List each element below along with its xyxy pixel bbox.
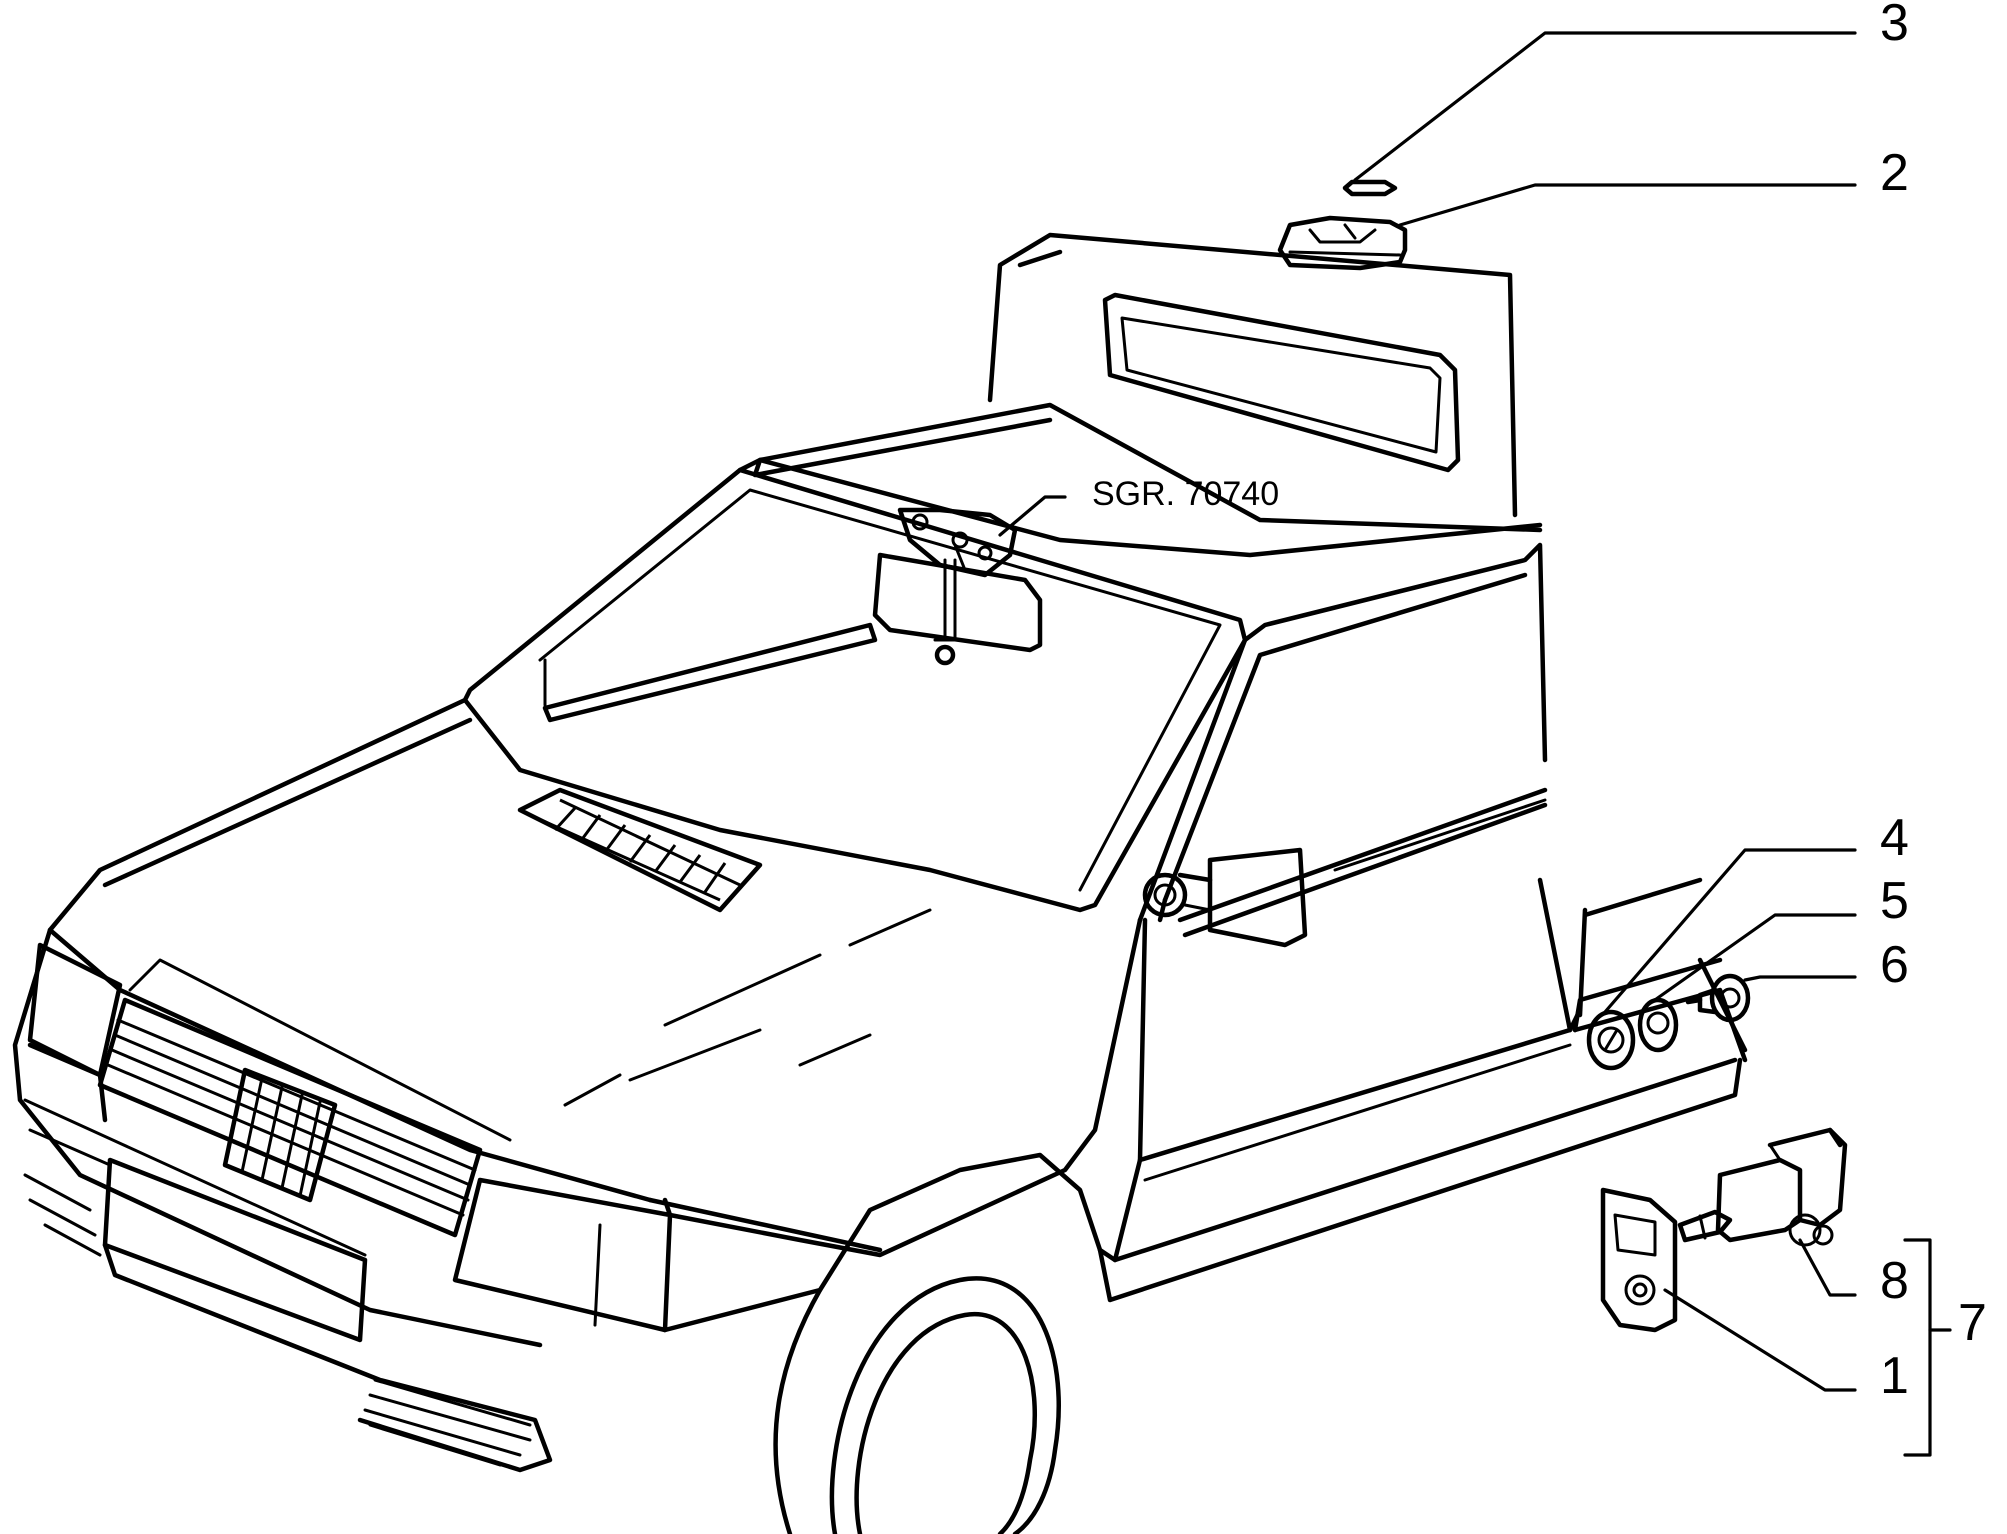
callout-2: 2 bbox=[1880, 144, 1909, 202]
car-illustration bbox=[12, 232, 1748, 1534]
interior-rear-view-mirror bbox=[872, 507, 1043, 666]
windscreen bbox=[462, 467, 1248, 913]
side-mirror bbox=[1142, 847, 1308, 948]
part-5-grommet bbox=[1637, 997, 1679, 1053]
callout-7: 7 bbox=[1958, 1294, 1987, 1352]
callout-4: 4 bbox=[1880, 809, 1909, 867]
hood-vent bbox=[517, 787, 763, 913]
front-wheel bbox=[773, 1276, 1061, 1534]
part-3-bulb bbox=[1342, 179, 1398, 197]
car-roof bbox=[757, 402, 1543, 533]
callout-6: 6 bbox=[1880, 936, 1909, 994]
license-plate bbox=[102, 1157, 368, 1343]
part-6-door-switch bbox=[1685, 973, 1751, 1023]
part-1-courtesy-lamp-holder bbox=[1600, 1187, 1678, 1333]
callout-5: 5 bbox=[1880, 872, 1909, 930]
rear-side-window bbox=[1102, 292, 1461, 473]
right-headlamp bbox=[452, 1177, 673, 1333]
front-grille bbox=[97, 997, 483, 1238]
callout-1: 1 bbox=[1880, 1347, 1909, 1405]
part-8-bulb-socket bbox=[1677, 1127, 1848, 1247]
left-headlamp bbox=[27, 942, 123, 1078]
car-hood bbox=[47, 697, 653, 1203]
callout-8: 8 bbox=[1880, 1252, 1909, 1310]
front-door-frame bbox=[1137, 542, 1548, 923]
callout-labels: 3 2 SGR. 70740 4 5 6 8 1 7 bbox=[1092, 0, 1987, 1405]
door-sill bbox=[1097, 1057, 1743, 1303]
leader-lines bbox=[998, 31, 1952, 1457]
part-2-dome-light bbox=[1277, 215, 1408, 271]
car-rear-box bbox=[987, 232, 1518, 518]
reference-label: SGR. 70740 bbox=[1092, 475, 1279, 513]
callout-3: 3 bbox=[1880, 0, 1909, 52]
bracket-7 bbox=[1903, 1238, 1932, 1457]
part-4-grommet bbox=[1586, 1009, 1636, 1071]
front-fender bbox=[662, 917, 1143, 1258]
